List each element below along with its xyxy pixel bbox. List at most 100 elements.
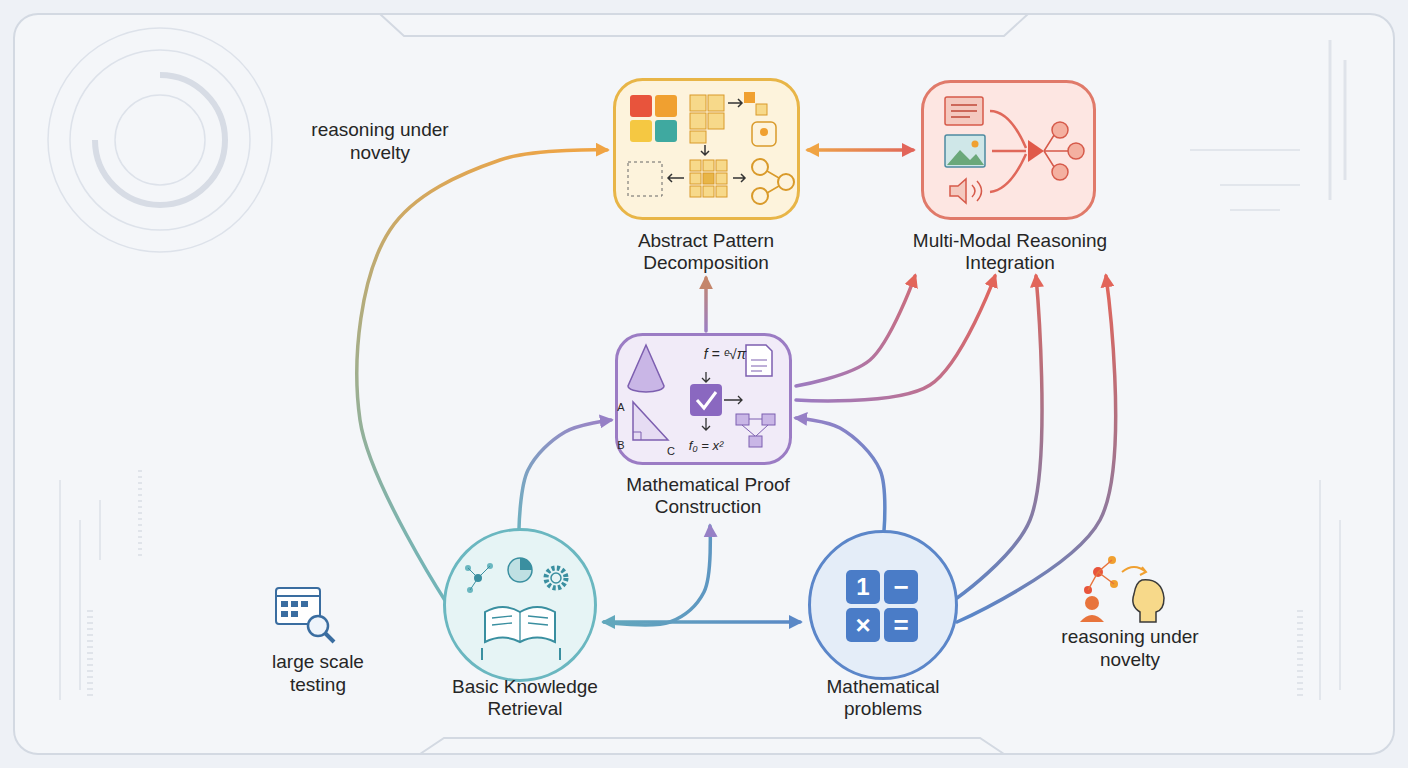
puzzle-icons [767,171,779,193]
puzzle-icons [690,186,701,197]
multimodal-icons [1044,132,1068,170]
calculator-icon [846,570,880,604]
math-proof-icons [736,414,749,425]
puzzle-icons [690,160,701,171]
testing-icon [276,588,334,642]
flow-arrow [519,420,611,529]
puzzle-icons [708,95,724,111]
node-label: Basic Knowledge Retrieval [435,676,615,720]
puzzle-icons [690,131,706,143]
multimodal-icons [1068,143,1084,159]
flow-arrow [808,148,913,152]
novelty-icon [1080,556,1164,622]
novelty-icon [1122,567,1146,575]
puzzle-icons [690,160,727,197]
panel-frame [14,14,1394,754]
math-proof-icons [746,345,772,376]
testing-icon [276,588,320,624]
flow-arrow [604,526,710,625]
novelty-icon [1108,556,1116,564]
panel-frame [1320,480,1340,700]
multimodal-icons [972,141,979,148]
puzzle-icons [760,128,768,136]
knowledge-icons [508,558,532,582]
panel-frame [420,738,1004,754]
puzzle-icons [703,186,714,197]
concept-circle: Mathematical problems [783,530,983,724]
node-label: Mathematical Proof Construction [608,474,808,518]
puzzle-icons [701,145,709,155]
flow-arrow [796,418,885,531]
knowledge-icons [546,568,566,588]
testing-icon [325,633,334,642]
annotation-label: large scale testing [248,650,388,696]
knowledge-icons [468,566,490,590]
multimodal-icons [950,179,966,203]
multimodal-icons [945,97,983,125]
testing-icon [308,616,328,636]
flow-arrow [957,276,1042,598]
testing-icon [291,611,298,617]
novelty-icon [1093,567,1103,577]
puzzle-icons [703,173,714,184]
puzzle-icons [690,113,706,129]
circle-outline [810,532,957,679]
puzzle-icons [690,173,701,184]
math-proof-icons [724,396,742,404]
math-proof-icons [751,360,767,371]
panel-frame [14,14,1394,754]
puzzle-icons [708,113,724,129]
icon-text: − [884,570,918,604]
icon-text: f₀ = x² [676,434,736,457]
icon-text: f = ᵉ√π [690,343,760,366]
box-outline [617,335,791,464]
knowledge-icons [465,558,566,660]
knowledge-icons [551,573,561,583]
multimodal-icons [990,111,1026,192]
decorative-rings [115,95,205,185]
puzzle-icons [752,159,768,175]
puzzle-icons [630,95,652,117]
novelty-icon [1088,560,1114,590]
puzzle-icons [716,173,727,184]
multimodal-icons [1028,140,1044,162]
puzzle-icons [752,188,768,204]
math-proof-icons [690,384,722,416]
box-outline [615,80,799,219]
multimodal-icons [1052,122,1068,138]
multimodal-icons [951,105,977,117]
novelty-icon [1133,580,1164,622]
puzzle-icons [744,92,755,103]
novelty-icon [1080,615,1104,622]
decorative-rings [48,28,272,252]
testing-icon [281,611,288,617]
math-proof-icons [628,345,664,392]
flow-arrow [957,276,1116,622]
math-proof-icons [702,372,710,382]
knowledge-icons [465,565,471,571]
flow-arrow [796,276,995,401]
testing-icon [276,595,320,597]
puzzle-icons [628,92,794,204]
panel-frame [60,480,100,700]
math-proof-icons [697,392,716,408]
math-proof-icons [633,402,668,440]
edge-label: reasoning under novelty [305,118,455,164]
panel-frame [138,470,142,560]
knowledge-icons [492,612,548,642]
knowledge-icons [474,574,482,582]
decorative-rings [95,75,225,205]
circle-outline [445,530,596,681]
math-proof-icons [742,419,768,436]
icon-text: × [846,608,880,642]
multimodal-icons [947,150,984,165]
novelty-icon [1084,586,1092,594]
math-proof-icons [749,436,762,447]
multimodal-icons [972,181,982,201]
decorative-rings [48,28,272,252]
multimodal-icons [1052,164,1068,180]
flow-arrow [357,150,607,602]
knowledge-icons [520,558,532,570]
